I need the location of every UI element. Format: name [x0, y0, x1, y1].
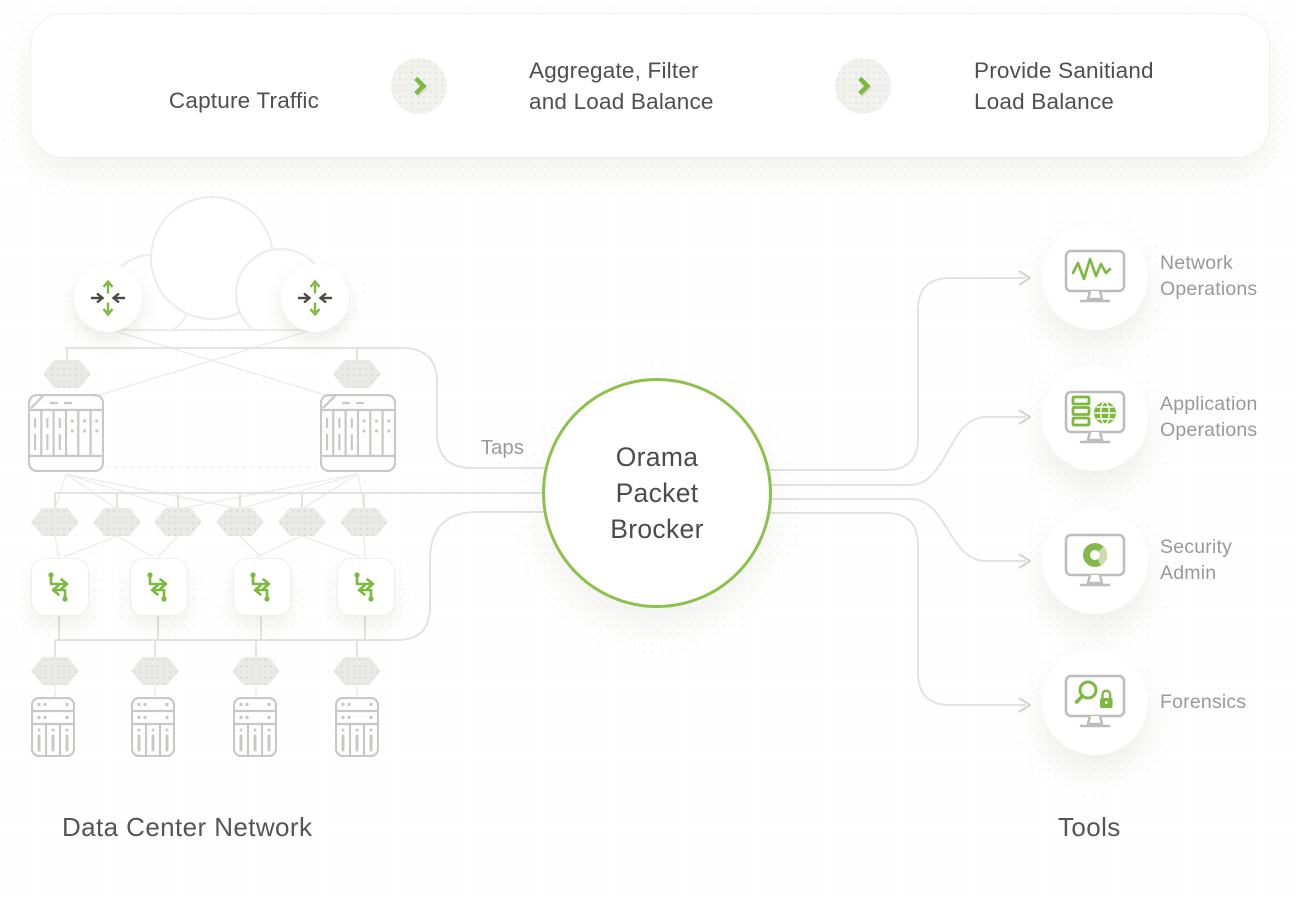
- server-icon: [31, 697, 75, 757]
- tools-zone-label: Tools: [1058, 812, 1121, 842]
- spine-switch-icon: [320, 394, 396, 472]
- arrowhead-icon: [1018, 553, 1031, 569]
- router-node: [74, 264, 142, 332]
- server-icon: [131, 697, 175, 757]
- tool-application-operations: [1042, 365, 1148, 471]
- tool-network-operations: [1042, 224, 1148, 330]
- packet-broker-label: Orama Packet Brocker: [610, 442, 704, 544]
- tool-label-application-operations: Application Operations: [1160, 393, 1258, 441]
- hexagon-node: [31, 508, 79, 536]
- chevron-right-icon: [835, 58, 891, 114]
- step-aggregate-filter: Aggregate, Filter and Load Balance: [529, 58, 714, 114]
- hexagon-node: [43, 360, 91, 388]
- leaf-switch-node: [130, 558, 188, 616]
- taps-label: Taps: [480, 436, 524, 459]
- arrowhead-icon: [1018, 270, 1031, 286]
- server-icon: [233, 697, 277, 757]
- hexagon-node: [216, 508, 264, 536]
- leaf-switch-icon: [354, 572, 375, 602]
- process-banner: Capture Traffic Aggregate, Filter and Lo…: [30, 13, 1270, 158]
- chevron-right-icon: [391, 58, 447, 114]
- tool-label-security-admin: Security Admin: [1160, 536, 1233, 584]
- arrowhead-icon: [1018, 697, 1031, 713]
- leaf-switch-icon: [147, 572, 168, 602]
- leaf-switch-node: [233, 558, 291, 616]
- router-icon: [298, 279, 332, 317]
- router-icon: [91, 279, 125, 317]
- hexagon-node: [31, 657, 79, 685]
- hexagon-node: [333, 657, 381, 685]
- monitor-search-lock-icon: [1064, 674, 1126, 728]
- hexagon-node: [93, 508, 141, 536]
- spine-switch-icon: [28, 394, 104, 472]
- tool-label-network-operations: Network Operations: [1160, 252, 1258, 300]
- tool-label-forensics: Forensics: [1160, 691, 1247, 713]
- hexagon-node: [131, 657, 179, 685]
- arrowhead-icon: [1018, 409, 1031, 425]
- hexagon-node: [278, 508, 326, 536]
- datacenter-zone-label: Data Center Network: [62, 812, 313, 842]
- monitor-apps-globe-icon: [1064, 390, 1126, 444]
- leaf-switch-icon: [250, 572, 271, 602]
- hexagon-node: [333, 360, 381, 388]
- hexagon-node: [154, 508, 202, 536]
- leaf-switch-node: [31, 558, 89, 616]
- tool-forensics: [1042, 649, 1148, 755]
- packet-broker-node: Orama Packet Brocker: [542, 378, 772, 608]
- step-provide-sanitize: Provide Sanitiand Load Balance: [974, 58, 1154, 114]
- hexagon-node: [340, 508, 388, 536]
- leaf-switch-node: [337, 558, 395, 616]
- server-icon: [335, 697, 379, 757]
- router-node: [281, 264, 349, 332]
- step-capture-traffic: Capture Traffic: [168, 88, 320, 113]
- monitor-donut-chart-icon: [1064, 533, 1126, 587]
- hexagon-node: [232, 657, 280, 685]
- leaf-switch-icon: [48, 572, 69, 602]
- tool-security-admin: [1042, 508, 1148, 614]
- monitor-pulse-icon: [1064, 249, 1126, 303]
